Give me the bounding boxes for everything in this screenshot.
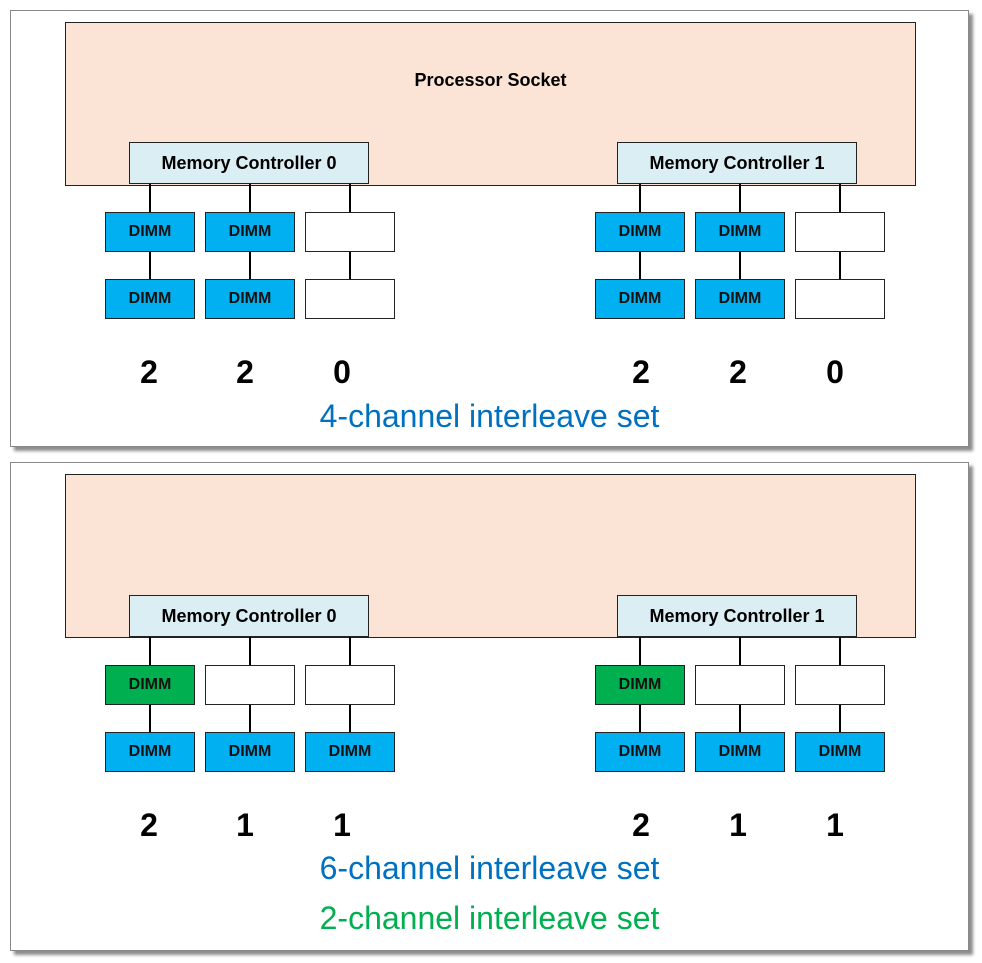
dimm-slot: DIMM (205, 732, 295, 772)
channel-dimm-count: 2 (729, 354, 747, 390)
memory-controller-1: Memory Controller 1 (617, 142, 857, 184)
channel-dimm-count: 2 (236, 354, 254, 390)
dimm-slot: DIMM (105, 212, 195, 252)
dimm-slot: DIMM (595, 279, 685, 319)
dimm-slot: DIMM (695, 732, 785, 772)
channel-dimm-count: 1 (729, 807, 747, 843)
channel-dimm-count: 2 (140, 807, 158, 843)
diagram-panel-6-and-2-channel: Memory Controller 0 Memory Controller 1 … (10, 462, 969, 951)
dimm-slot: DIMM (795, 732, 885, 772)
dimm-slot: DIMM (105, 732, 195, 772)
dimm-slot: DIMM (105, 279, 195, 319)
dimm-slot-empty (795, 212, 885, 252)
diagram-panel-4-channel: Processor Socket Memory Controller 0 Mem… (10, 10, 969, 447)
interleave-caption-6-channel: 6-channel interleave set (319, 850, 660, 886)
dimm-slot-empty (305, 212, 395, 252)
dimm-slot: DIMM (695, 212, 785, 252)
dimm-slot: DIMM (305, 732, 395, 772)
dimm-slot-empty (695, 665, 785, 705)
memory-controller-0: Memory Controller 0 (129, 595, 369, 637)
dimm-slot-empty (305, 665, 395, 705)
dimm-slot-empty (795, 279, 885, 319)
interleave-caption-4-channel: 4-channel interleave set (319, 398, 660, 434)
channel-dimm-count: 0 (826, 354, 844, 390)
memory-controller-1: Memory Controller 1 (617, 595, 857, 637)
channel-dimm-count: 1 (236, 807, 254, 843)
memory-controller-0: Memory Controller 0 (129, 142, 369, 184)
dimm-slot-empty (795, 665, 885, 705)
channel-dimm-count: 1 (333, 807, 351, 843)
channel-dimm-count: 2 (632, 354, 650, 390)
dimm-slot-empty (305, 279, 395, 319)
dimm-slot: DIMM (595, 732, 685, 772)
dimm-slot-green: DIMM (105, 665, 195, 705)
dimm-slot: DIMM (205, 212, 295, 252)
channel-dimm-count: 2 (140, 354, 158, 390)
channel-dimm-count: 1 (826, 807, 844, 843)
dimm-slot: DIMM (205, 279, 295, 319)
dimm-slot: DIMM (595, 212, 685, 252)
interleave-caption-2-channel: 2-channel interleave set (319, 900, 660, 936)
channel-dimm-count: 2 (632, 807, 650, 843)
processor-socket-label: Processor Socket (414, 70, 567, 90)
channel-dimm-count: 0 (333, 354, 351, 390)
dimm-slot-green: DIMM (595, 665, 685, 705)
dimm-slot: DIMM (695, 279, 785, 319)
dimm-slot-empty (205, 665, 295, 705)
